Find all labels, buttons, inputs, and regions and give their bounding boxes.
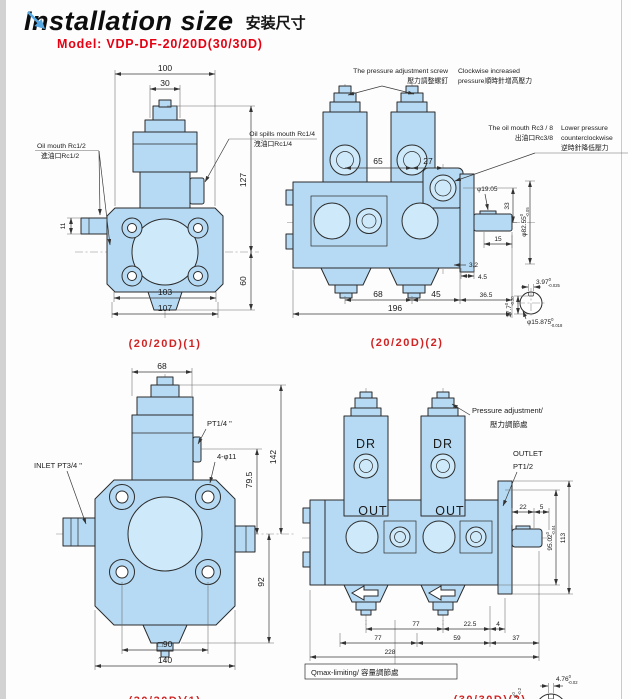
dimensions: 22 5 95.020-0.04 113 77 22.5 4 77 59 37 … [309,480,573,661]
model-line: Model: VDP-DF-20/20D(30/30D) [57,37,263,51]
dim-82-55: φ82.550-0.05 [519,207,530,237]
dim-33: 33 [504,202,511,210]
callouts: The pressure adjustment screw 壓力調整螺釘 Clo… [347,68,628,182]
pressure-screw-label: The pressure adjustment screw [353,68,448,75]
oil-mouth-label-cjk: 進油口Rc1/2 [41,151,79,160]
dim-15-875: φ15.8750-0.018 [527,317,563,328]
section-arrow-icon [27,11,45,29]
dim-4-76: 4.760-0.02 [556,674,578,685]
page-title: Installation size [24,6,234,36]
pump-outline [62,376,256,658]
dim-196: 196 [388,303,402,313]
dim-sq90: □90 [158,639,173,649]
oil-spills-label-cjk: 洩油口Rc1/4 [254,139,292,148]
counterclockwise-label-3: 逆時針降低壓力 [561,143,609,152]
page-edge-left [0,0,6,699]
counterclockwise-label-1: Lower pressure [561,125,608,132]
clockwise-label-1: Clockwise increased [458,68,520,75]
dim-37: 37 [512,635,520,642]
counterclockwise-label-2: counterclockwise [561,135,613,142]
dim-142: 142 [268,450,278,464]
pump-outline: DR DR OUT OUT [302,391,543,616]
callouts: PT1/4 " 4-φ11 INLET PT3/4 " [34,419,236,525]
caption-20-20d-1: (20/20D)(1) [129,338,202,350]
drawing-side-view-20-20d: The pressure adjustment screw 壓力調整螺釘 Clo… [285,68,628,349]
dim-68: 68 [157,361,167,371]
dim-22-5: 22.5 [464,621,477,628]
inlet-label: INLET PT3/4 " [34,461,82,470]
dim-19-05: φ19.05 [477,186,498,193]
dim-95-02: 95.020-0.04 [545,525,556,551]
caption-20-20d-2: (20/20D)(2) [371,337,444,349]
dim-17-7: 17.70-0.20 [504,296,515,318]
caption-30-30d-1: (30/30D)(1) [129,695,202,699]
pressure-adjustment-label-cjk: 壓力調節處 [490,419,528,429]
dim-79-5: 79.5 [244,471,254,488]
dim-113: 113 [560,532,567,543]
dim-3-97: 3.970-0.025 [536,277,561,288]
dim-59: 59 [453,635,461,642]
dim-15: 15 [494,236,502,243]
oil-mouth-rc38-label: The oil mouth Rc3 / 8 [488,125,553,132]
dim-4: 4 [496,621,500,628]
oil-mouth-rc38-label-cjk: 出油口Rc3/8 [515,133,553,142]
pump-outline [80,99,224,311]
dim-77b: 77 [374,635,382,642]
qmax-label: Qmax-limiting/ 容量調節處 [311,667,399,677]
dr-port-label-2: DR [433,437,453,451]
dim-4-5: 4.5 [478,274,487,281]
dim-65: 65 [373,156,383,166]
out-port-label-2: OUT [435,504,464,518]
oil-mouth-label: Oil mouth Rc1/2 [37,143,86,150]
outlet-label: OUTLET [513,449,543,458]
dim-11: 11 [60,222,67,229]
shaft-section-detail: 4.760-0.02 40-0.2 [511,674,578,699]
dim-103: 103 [158,287,172,297]
shaft-section-detail: 3.970-0.025 17.70-0.20 φ15.8750-0.018 [504,277,563,328]
dim-68: 68 [373,289,383,299]
drawing-front-view-30-30d: 68 142 79.5 92 □90 140 PT1/4 " 4-φ11 INL… [34,361,295,699]
page-edge-right [621,0,622,699]
dr-port-label-1: DR [356,437,376,451]
dim-92: 92 [256,577,266,587]
drawing-front-view-20-20d: 100 30 127 60 11 103 107 Oil mouth Rc1/2… [35,63,317,350]
dim-60: 60 [238,276,248,286]
drawing-side-view-30-30d: DR DR OUT OUT Pressure adjustment/ 壓力調節處… [302,388,578,699]
outlet-label-2: PT1/2 [513,462,533,471]
dim-77a: 77 [412,621,420,628]
dim-5: 5 [540,504,544,511]
dim-27: 27 [423,156,433,166]
dim-228: 228 [385,649,396,656]
pt14-label: PT1/4 " [207,419,232,428]
dim-36-5: 36.5 [480,292,493,299]
dim-127: 127 [238,173,248,187]
page-header: Installation size 安装尺寸 [24,6,306,37]
page-title-cjk: 安装尺寸 [245,15,306,32]
dim-140: 140 [158,655,172,665]
dim-3-2: 3.2 [469,262,478,269]
holes-label: 4-φ11 [217,452,236,461]
dimensions: 100 30 127 60 11 103 107 [60,63,255,318]
clockwise-label-2: pressure順時針增高壓力 [458,76,532,85]
dim-22: 22 [519,504,527,511]
dim-107: 107 [158,303,172,313]
dim-4-key: 40-0.2 [511,687,522,698]
dim-30: 30 [160,78,170,88]
out-port-label-1: OUT [358,504,387,518]
oil-spills-label: Oil spills mouth Rc1/4 [249,131,315,138]
dimensions: 68 142 79.5 92 □90 140 [94,361,286,670]
dim-100: 100 [158,63,172,73]
dim-45: 45 [431,289,441,299]
dimensions: 65 27 φ19.05 33 15 φ82.550-0.05 3.2 4.5 … [292,156,535,318]
callouts: Oil mouth Rc1/2 進油口Rc1/2 Oil spills mout… [35,131,317,246]
caption-30-30d-2: (30/30D)(2) [454,694,527,699]
pressure-adjustment-label: Pressure adjustment/ [472,406,544,415]
pressure-screw-label-cjk: 壓力調整螺釘 [407,76,448,85]
